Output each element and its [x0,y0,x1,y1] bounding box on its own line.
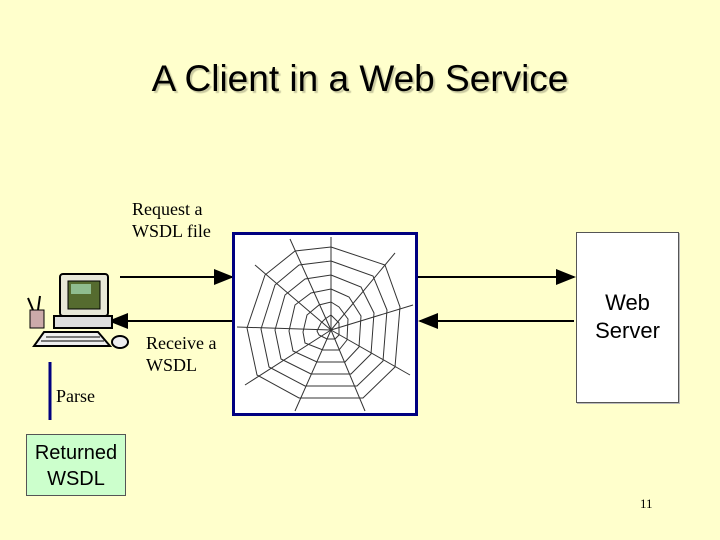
parse-label: Parse [56,386,95,406]
web-server-box: Web Server [576,232,679,403]
returned-wsdl-label: Returned WSDL [34,442,118,490]
returned-wsdl-box: Returned WSDL [26,434,126,496]
web-box [232,232,418,416]
computer-icon [27,273,129,349]
receive-label: Receive a WSDL [146,333,217,375]
page-number: 11 [640,496,653,511]
slide-title: A Client in a Web Service [151,58,569,99]
web-server-label: Web Server [595,290,660,343]
request-label: Request a WSDL file [132,199,211,241]
spider-web-icon [236,237,414,412]
